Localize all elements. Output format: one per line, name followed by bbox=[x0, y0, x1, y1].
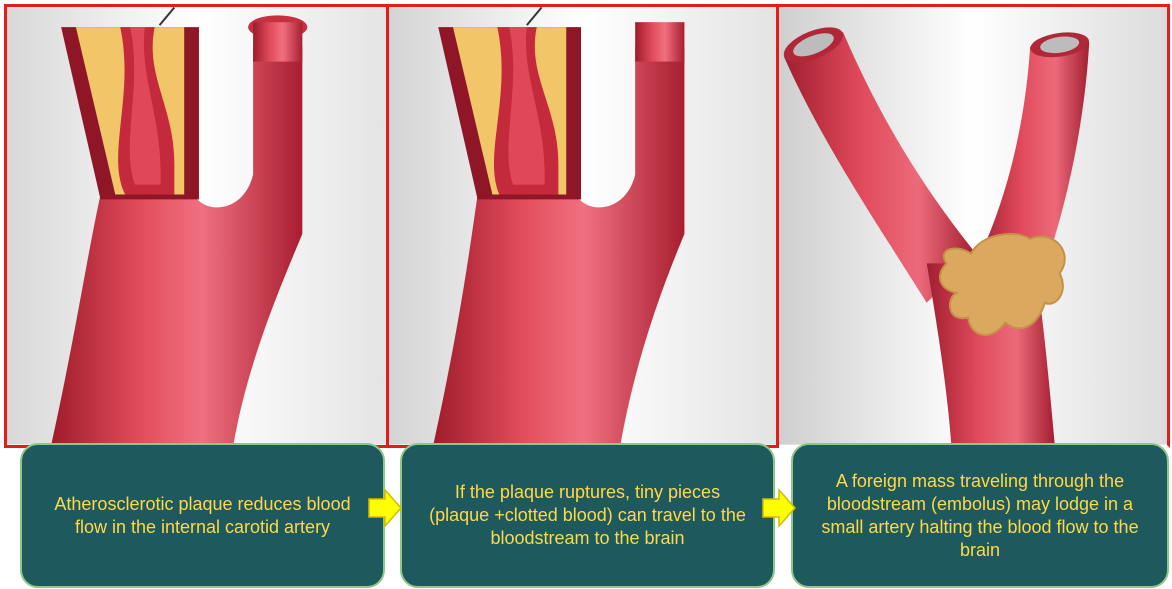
illustration-panel-1 bbox=[4, 4, 389, 448]
artery-with-embolus-illustration bbox=[779, 7, 1167, 445]
step-1-caption: Atherosclerotic plaque reduces blood flo… bbox=[20, 443, 385, 588]
step-2-caption: If the plaque ruptures, tiny pieces (pla… bbox=[400, 443, 775, 588]
artery-with-plaque-illustration bbox=[7, 7, 386, 445]
illustration-panel-3 bbox=[776, 4, 1170, 448]
illustration-panel-2 bbox=[386, 4, 779, 448]
step-3-caption: A foreign mass traveling through the blo… bbox=[791, 443, 1169, 588]
right-arrow-icon bbox=[367, 488, 403, 528]
artery-with-ruptured-plaque-illustration bbox=[389, 7, 776, 445]
right-arrow-icon bbox=[761, 488, 797, 528]
